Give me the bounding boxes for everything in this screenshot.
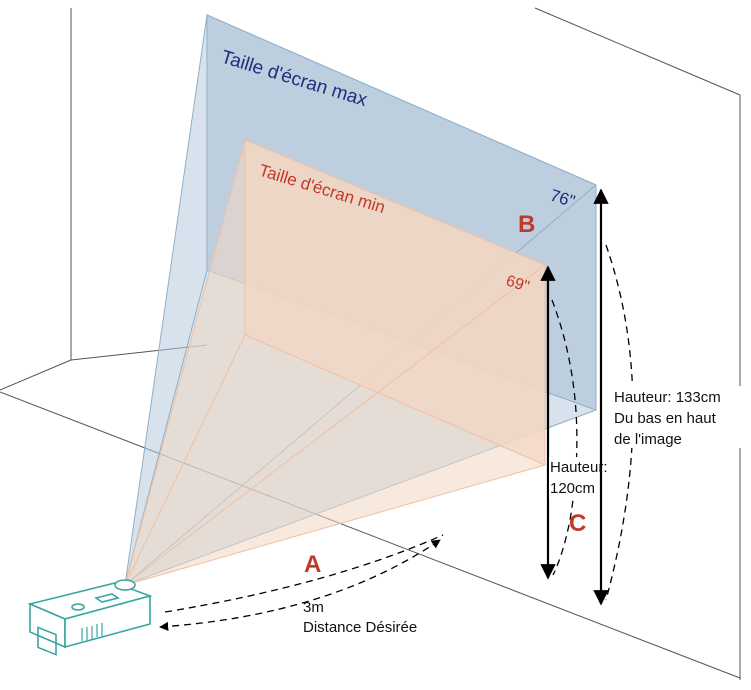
height-max-line1: Hauteur: 133cm [614,389,721,406]
height-min-line1: Hauteur: [550,459,608,476]
height-max-line2: Du bas en haut [614,410,717,427]
projector-icon [27,579,153,656]
min-screen-group [124,139,546,586]
height-max-bg [612,386,744,448]
letter-a: A [304,551,321,578]
height-max-line3: de l'image [614,431,682,448]
height-min-bg [549,457,599,499]
height-min-line2: 120cm [550,480,595,497]
letter-b: B [518,211,535,238]
distance-caption: Distance Désirée [303,619,417,636]
min-diagonal-label: 69" [504,273,531,296]
distance-arc-lower [159,539,441,631]
height-arrows [540,188,609,606]
distance-arc-upper [164,534,444,613]
distance-value: 3m [303,599,324,616]
letter-c: C [569,510,586,537]
